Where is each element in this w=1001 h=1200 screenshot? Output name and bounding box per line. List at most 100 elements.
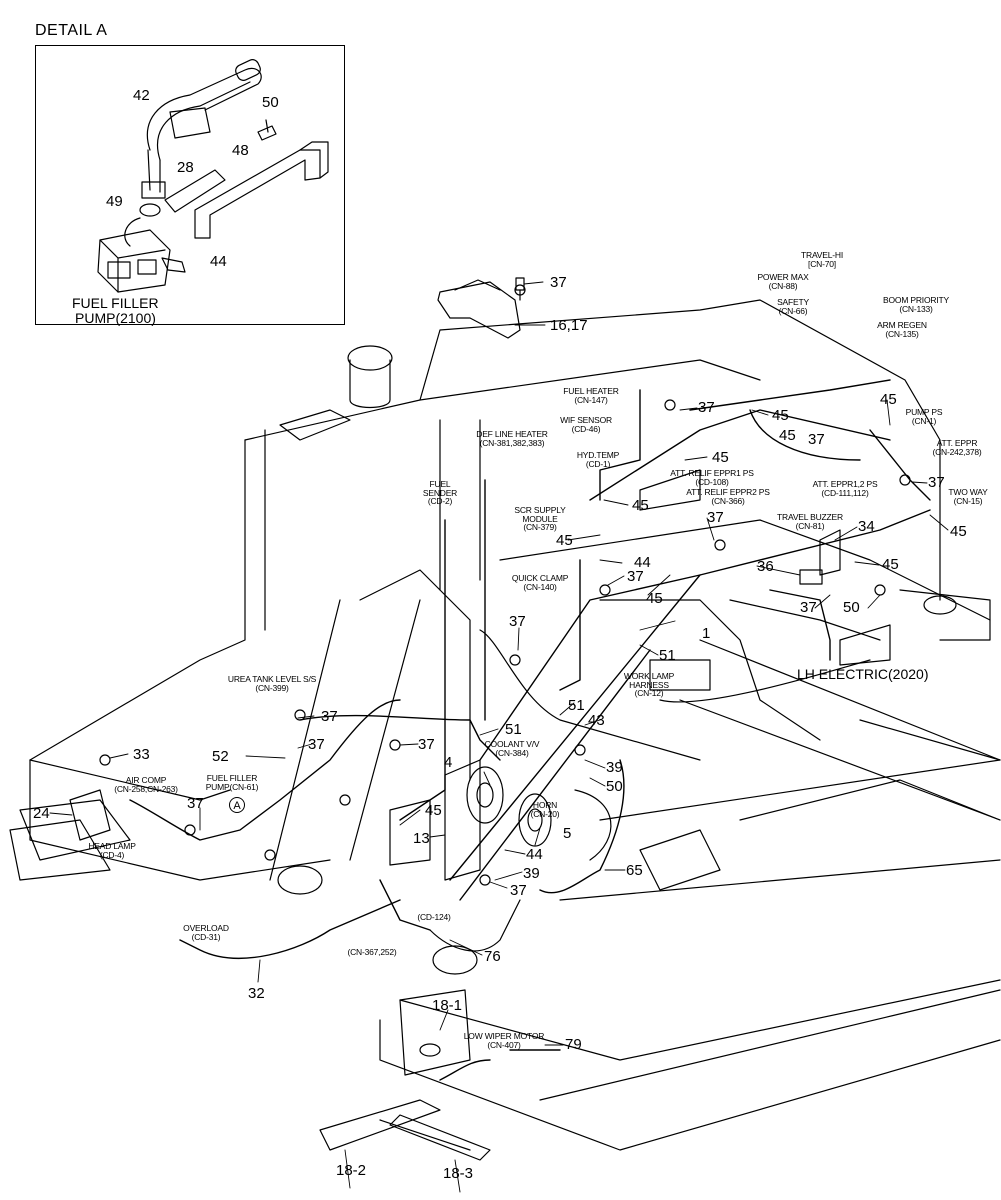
part-label-36: 36 — [757, 558, 774, 575]
part-label-1: 1 — [702, 625, 711, 642]
part-label-37: 37 — [800, 599, 817, 616]
head-lamp-24 — [69, 789, 111, 841]
connector-label-att-eppr: ATT. EPPR(CN-242,378) — [932, 438, 982, 457]
part-label-50: 50 — [843, 599, 860, 616]
part-label-18-3: 18-3 — [443, 1165, 474, 1182]
part-label-45: 45 — [779, 427, 796, 444]
connector-label-power-max: POWER MAX(CN-88) — [757, 272, 809, 291]
detail-caption-line1: FUEL FILLER — [72, 295, 159, 311]
connector-label-cn-367: (CN-367,252) — [347, 947, 397, 957]
part-label-51: 51 — [568, 697, 585, 714]
leader-lines — [49, 281, 949, 1193]
detail-a-drawing — [97, 59, 329, 293]
part-label-37: 37 — [321, 708, 338, 725]
part-label-45: 45 — [882, 556, 899, 573]
buzzer-34 — [819, 529, 841, 576]
part-label-18-2: 18-2 — [336, 1162, 367, 1179]
part-label-43: 43 — [588, 712, 605, 729]
part-label-37: 37 — [928, 474, 945, 491]
part-label-18-1: 18-1 — [432, 997, 463, 1014]
part-label-51: 51 — [505, 721, 522, 738]
part-label-39: 39 — [606, 759, 623, 776]
detail-caption-line2: PUMP(2100) — [75, 310, 156, 326]
horn-5 — [518, 793, 552, 847]
connector-label-cd-124: (CD-124) — [417, 912, 451, 922]
connector-label-horn: HORN(CN-20) — [530, 800, 560, 819]
part-label-45: 45 — [632, 497, 649, 514]
connector-label-arm-regen: ARM REGEN(CN-135) — [877, 320, 927, 339]
connector-label-coolant-vv: COOLANT V/V(CN-384) — [484, 739, 540, 758]
part-label-13: 13 — [413, 830, 430, 847]
connector-label-def-line-heater: DEF LINE HEATER(CN-381,382,383) — [476, 429, 548, 448]
part-label-37: 37 — [187, 795, 204, 812]
bracket-13 — [444, 759, 481, 881]
parts — [69, 284, 911, 1161]
part-label-45: 45 — [772, 407, 789, 424]
wiring-harness — [129, 379, 931, 1081]
part-label-37: 37 — [509, 613, 526, 630]
connector-label-travel-buzzer: TRAVEL BUZZER(CN-81) — [777, 512, 843, 531]
part-label-44: 44 — [634, 554, 651, 571]
connector-label-overload: OVERLOAD(CD-31) — [183, 923, 229, 942]
part-label-45: 45 — [950, 523, 967, 540]
connector-label-fuel-heater: FUEL HEATER(CN-147) — [563, 386, 619, 405]
connector-label-low-wiper: LOW WIPER MOTOR(CN-407) — [463, 1031, 545, 1050]
connector-label-safety: SAFETY(CN-66) — [777, 297, 809, 316]
connector-label-quick-clamp: QUICK CLAMP(CN-140) — [511, 573, 569, 592]
part-label-37: 37 — [418, 736, 435, 753]
detail-title: DETAIL A — [35, 22, 108, 39]
part-label-50: 50 — [262, 94, 279, 111]
detail-a-callout-marker: A — [229, 797, 245, 813]
part-label-45: 45 — [556, 532, 573, 549]
part-label-44: 44 — [526, 846, 543, 863]
part-label-37: 37 — [627, 568, 644, 585]
part-label-32: 32 — [248, 985, 265, 1002]
part-label-37: 37 — [808, 431, 825, 448]
detail-a-frame — [35, 45, 345, 325]
part-label-39: 39 — [523, 865, 540, 882]
wiper-motor-18-1 — [399, 989, 471, 1076]
connector-label-hyd-temp: HYD.TEMP(CD-1) — [576, 450, 620, 469]
horn-4 — [466, 766, 504, 824]
connector-label-travel-hi: TRAVEL-HI[CN-70] — [801, 250, 843, 269]
part-label-79: 79 — [565, 1036, 582, 1053]
part-label-34: 34 — [858, 518, 875, 535]
connector-label-wif-sensor: WIF SENSOR(CD-46) — [560, 415, 612, 434]
part-label-5: 5 — [563, 825, 572, 842]
part-label-37: 37 — [510, 882, 527, 899]
part-label-45: 45 — [425, 802, 442, 819]
assembly-label: LH ELECTRIC(2020) — [797, 666, 929, 682]
connector-label-pump-ps: PUMP PS(CN-1) — [905, 407, 943, 426]
part-label-4: 4 — [444, 754, 453, 771]
part-label-28: 28 — [177, 159, 194, 176]
part-label-37: 37 — [698, 399, 715, 416]
part-label-45: 45 — [880, 391, 897, 408]
connector-label-att-relief-eppr2: ATT. RELIF EPPR2 PS(CN-366) — [686, 487, 770, 506]
connector-label-air-comp: AIR COMP(CN-258,CN-263) — [114, 775, 178, 794]
part-label-52: 52 — [212, 748, 229, 765]
part-label-44: 44 — [210, 253, 227, 270]
part-label-50: 50 — [606, 778, 623, 795]
part-label-65: 65 — [626, 862, 643, 879]
part-label-37-top: 37 — [550, 274, 567, 291]
connector-label-boom-priority: BOOM PRIORITY(CN-133) — [883, 295, 949, 314]
part-label-42: 42 — [133, 87, 150, 104]
machine-frame — [9, 299, 1001, 1151]
connector-label-two-way: TWO WAY(CN-15) — [948, 487, 988, 506]
part-label-48: 48 — [232, 142, 249, 159]
connector-label-urea-tank: UREA TANK LEVEL S/S(CN-399) — [227, 674, 317, 693]
wiper-blade-18-3 — [389, 1114, 491, 1161]
part-label-37: 37 — [308, 736, 325, 753]
part-label-37: 37 — [707, 509, 724, 526]
wiper-arm-18-2 — [319, 1099, 441, 1151]
part-label-45: 45 — [712, 449, 729, 466]
part-label-24: 24 — [33, 805, 50, 822]
connector-label-head-lamp: HEAD LAMP(CD-4) — [88, 841, 136, 860]
part-label-51: 51 — [659, 647, 676, 664]
part-label-45: 45 — [646, 590, 663, 607]
